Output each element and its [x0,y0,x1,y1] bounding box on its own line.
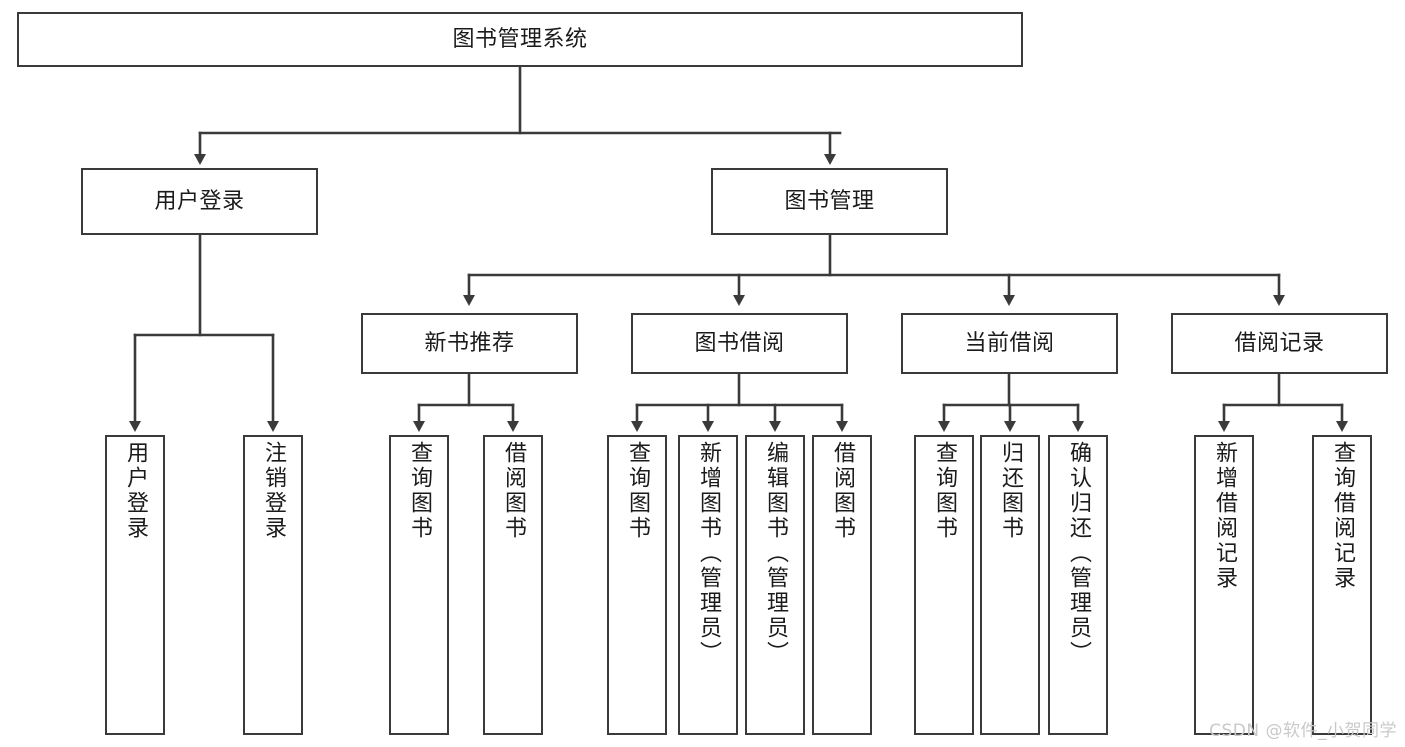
node-label: 借阅记录 [1234,330,1325,356]
node-label: 图书借阅 [694,330,785,356]
node-label: 借阅图书 [501,441,526,541]
node-current-borrow[interactable]: 当前借阅 [901,313,1118,374]
watermark: CSDN @软件_小贺同学 [1209,721,1397,741]
node-label: 新增借阅记录 [1212,441,1237,591]
node-label: 查询图书 [932,441,957,541]
node-label: 注销登录 [261,441,286,541]
node-label: 查询图书 [407,441,432,541]
node-label: 编辑图书（管理员） [763,441,788,666]
node-user-login[interactable]: 用户登录 [81,168,318,235]
leaf-edit-book-admin[interactable]: 编辑图书（管理员） [745,435,805,735]
leaf-user-login[interactable]: 用户登录 [105,435,165,735]
node-label: 确认归还（管理员） [1066,441,1091,666]
leaf-borrow-book-new[interactable]: 借阅图书 [483,435,543,735]
leaf-query-book-borrow[interactable]: 查询图书 [607,435,667,735]
node-book-borrow[interactable]: 图书借阅 [631,313,848,374]
node-label: 查询借阅记录 [1330,441,1355,591]
node-label: 新书推荐 [424,330,515,356]
leaf-query-borrow-record[interactable]: 查询借阅记录 [1312,435,1372,735]
leaf-add-borrow-record[interactable]: 新增借阅记录 [1194,435,1254,735]
node-label: 用户登录 [123,441,148,541]
node-label: 当前借阅 [964,330,1055,356]
leaf-confirm-return-admin[interactable]: 确认归还（管理员） [1048,435,1108,735]
node-label: 借阅图书 [830,441,855,541]
node-borrow-record[interactable]: 借阅记录 [1171,313,1388,374]
leaf-query-book-current[interactable]: 查询图书 [914,435,974,735]
node-label: 归还图书 [998,441,1023,541]
node-root-book-management-system[interactable]: 图书管理系统 [17,12,1023,67]
node-new-book-recommend[interactable]: 新书推荐 [361,313,578,374]
leaf-return-book[interactable]: 归还图书 [980,435,1040,735]
node-label: 查询图书 [625,441,650,541]
node-label: 新增图书（管理员） [696,441,721,666]
leaf-query-book-new[interactable]: 查询图书 [389,435,449,735]
node-label: 用户登录 [154,188,245,214]
node-book-management[interactable]: 图书管理 [711,168,948,235]
leaf-logout[interactable]: 注销登录 [243,435,303,735]
node-label: 图书管理系统 [452,26,588,52]
leaf-add-book-admin[interactable]: 新增图书（管理员） [678,435,738,735]
node-label: 图书管理 [784,188,875,214]
leaf-borrow-book[interactable]: 借阅图书 [812,435,872,735]
